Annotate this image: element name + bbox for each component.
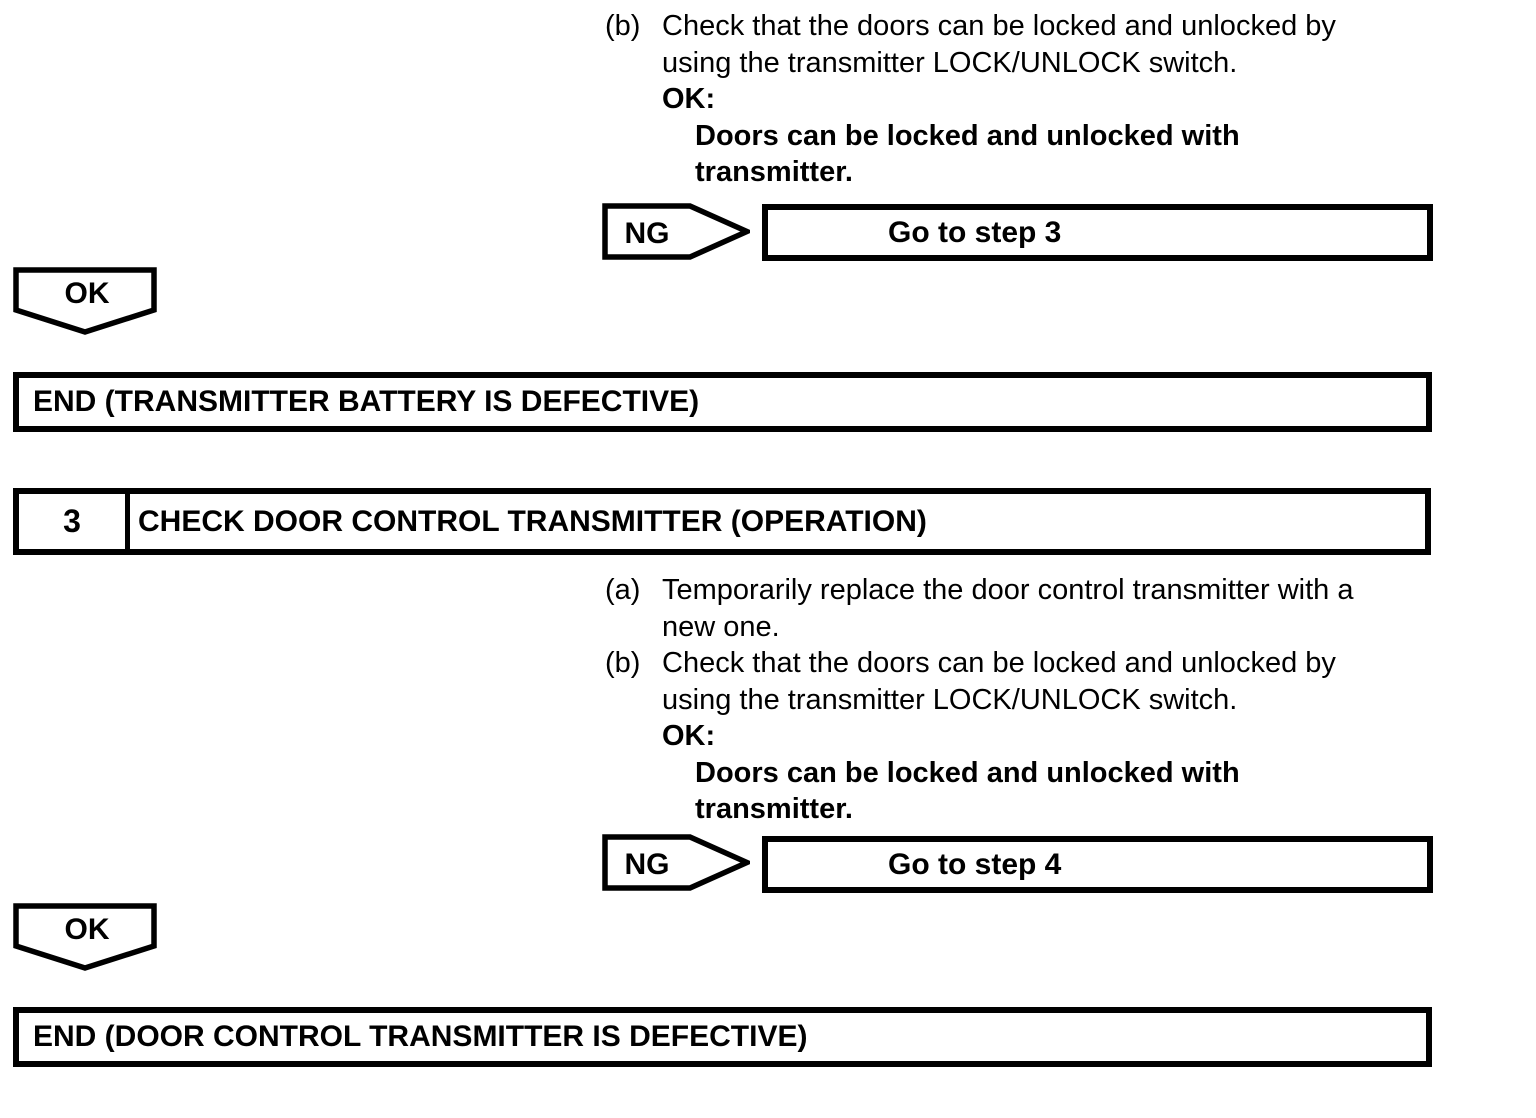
ng-pentagon-shape bbox=[602, 203, 750, 260]
goto-action-label: Go to step 4 bbox=[888, 847, 1062, 881]
item-line: Temporarily replace the door control tra… bbox=[662, 574, 1354, 606]
ng-flag-label: NG bbox=[625, 848, 670, 881]
end-result-label: END (TRANSMITTER BATTERY IS DEFECTIVE) bbox=[33, 385, 700, 418]
ok-pentagon-shape bbox=[13, 903, 157, 971]
step-title: CHECK DOOR CONTROL TRANSMITTER (OPERATIO… bbox=[138, 504, 927, 538]
ng-pentagon-shape bbox=[602, 834, 750, 891]
ok-flag-icon: OK bbox=[13, 267, 157, 335]
item-label: (b) bbox=[605, 10, 641, 42]
ok-condition-line: transmitter. bbox=[695, 793, 853, 825]
ng-flag-icon: NG bbox=[602, 203, 750, 260]
item-line: Check that the doors can be locked and u… bbox=[662, 647, 1336, 679]
ok-condition-line: Doors can be locked and unlocked with bbox=[695, 756, 1240, 789]
step-header-box: 3 CHECK DOOR CONTROL TRANSMITTER (OPERAT… bbox=[13, 488, 1431, 555]
end-result-box: END (DOOR CONTROL TRANSMITTER IS DEFECTI… bbox=[13, 1007, 1432, 1067]
step-title-cell: CHECK DOOR CONTROL TRANSMITTER (OPERATIO… bbox=[130, 494, 1425, 549]
ok-condition-line: Doors can be locked and unlocked with bbox=[695, 119, 1240, 152]
goto-action-box: Go to step 4 bbox=[762, 836, 1433, 893]
ok-flag-label: OK bbox=[65, 913, 110, 946]
goto-action-label: Go to step 3 bbox=[888, 215, 1062, 249]
ok-heading: OK: bbox=[662, 720, 716, 752]
ok-condition-line: transmitter. bbox=[695, 156, 853, 188]
item-line: using the transmitter LOCK/UNLOCK switch… bbox=[662, 683, 1238, 716]
procedure-text-block-transmitter: (a) Temporarily replace the door control… bbox=[605, 572, 1425, 828]
step-number: 3 bbox=[63, 503, 81, 539]
procedure-text-block-battery: (b) Check that the doors can be locked a… bbox=[605, 8, 1425, 191]
goto-action-box: Go to step 3 bbox=[762, 204, 1433, 261]
ng-flag-icon: NG bbox=[602, 834, 750, 891]
procedure-step-item: (a) Temporarily replace the door control… bbox=[605, 572, 1425, 645]
item-line: new one. bbox=[662, 610, 780, 643]
step-number-cell: 3 bbox=[19, 494, 130, 549]
ok-flag-label: OK bbox=[65, 277, 110, 310]
ng-flag-label: NG bbox=[625, 217, 670, 250]
item-label: (a) bbox=[605, 574, 641, 606]
item-label: (b) bbox=[605, 647, 641, 679]
ok-heading: OK: bbox=[662, 83, 716, 115]
ok-flag-icon: OK bbox=[13, 903, 157, 971]
procedure-step-item: (b) Check that the doors can be locked a… bbox=[605, 8, 1425, 191]
item-line: using the transmitter LOCK/UNLOCK switch… bbox=[662, 46, 1238, 79]
end-result-label: END (DOOR CONTROL TRANSMITTER IS DEFECTI… bbox=[33, 1020, 808, 1053]
end-result-box: END (TRANSMITTER BATTERY IS DEFECTIVE) bbox=[13, 372, 1432, 432]
ok-pentagon-shape bbox=[13, 267, 157, 335]
procedure-step-item: (b) Check that the doors can be locked a… bbox=[605, 645, 1425, 828]
item-line: Check that the doors can be locked and u… bbox=[662, 10, 1336, 42]
